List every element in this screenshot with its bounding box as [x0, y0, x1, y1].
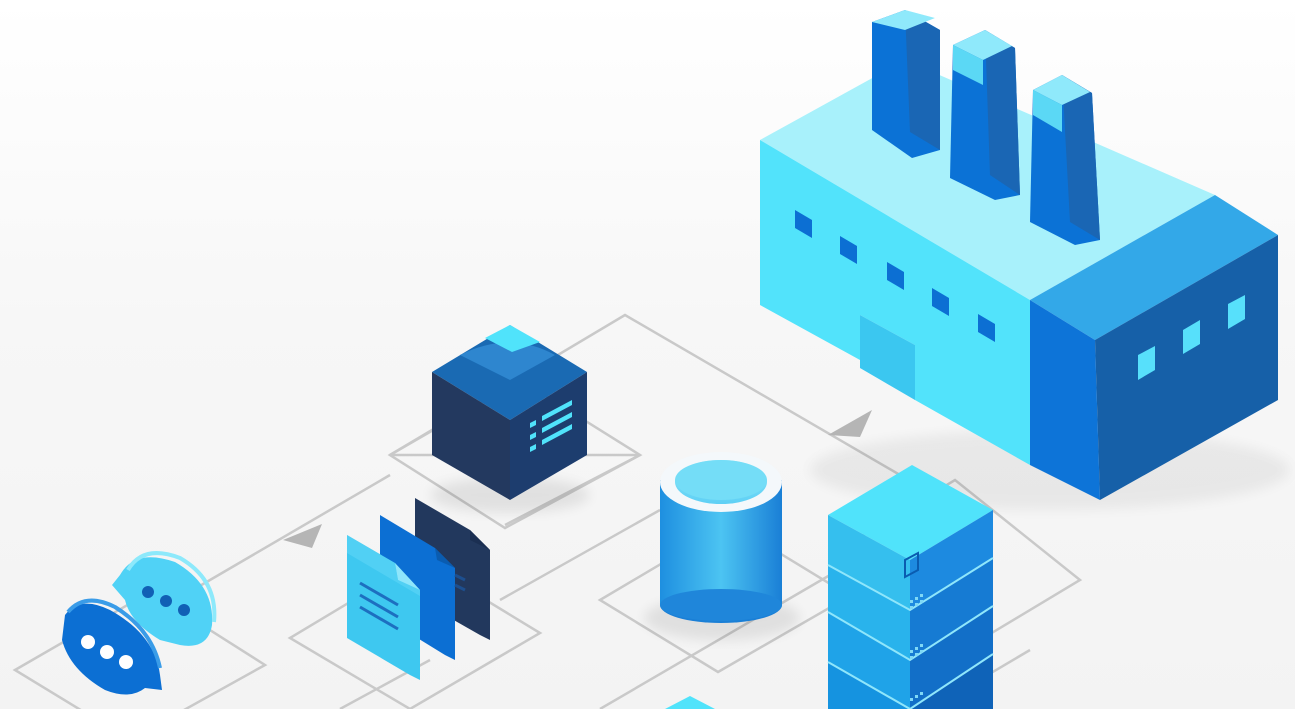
list-icon	[530, 400, 572, 452]
arrow-icon	[283, 524, 322, 548]
storage-cube-icon	[430, 325, 590, 513]
database-cylinder-icon	[644, 452, 800, 640]
arrow-icon	[828, 410, 872, 437]
documents-icon	[347, 498, 490, 680]
chat-bubbles-icon	[62, 551, 217, 695]
flow-line-bottom	[599, 573, 831, 709]
partial-cube-icon	[665, 696, 715, 709]
server-stack-icon	[827, 465, 994, 709]
flow-line-docs-db	[499, 508, 661, 602]
